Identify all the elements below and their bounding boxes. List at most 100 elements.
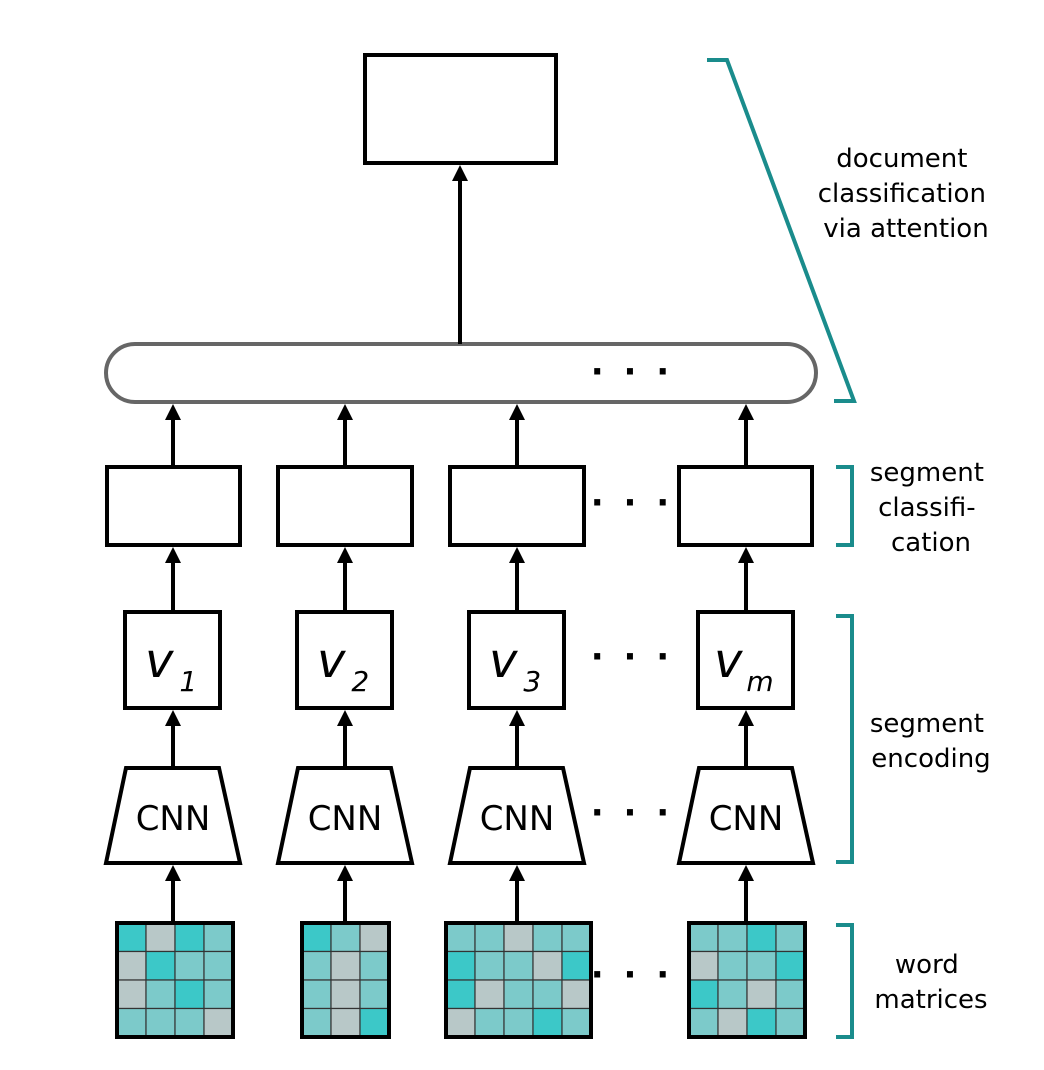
matrix-cell (330, 1007, 361, 1038)
matrix-cell (359, 979, 390, 1010)
document-output-box (363, 53, 558, 165)
arrow-head (165, 710, 181, 726)
matrix-cell (746, 1007, 777, 1038)
cnn-label-m: CNN (709, 799, 784, 839)
cnn-block-m (676, 766, 816, 865)
bracket-segment-encoding (836, 614, 854, 864)
label-segment-encoding: segment encoding (870, 709, 992, 774)
vector-box-1 (123, 610, 222, 710)
cnn-label-3: CNN (480, 799, 555, 839)
matrix-cell (717, 979, 748, 1010)
matrix-cell (301, 979, 332, 1010)
matrix-cell (775, 922, 806, 953)
matrix-cell (688, 1007, 719, 1038)
bracket-word-matrices (836, 923, 854, 1039)
segment-histogram-box-2 (276, 465, 414, 547)
matrix-cell (330, 922, 361, 953)
matrix-cell (301, 950, 332, 981)
matrix-cell (746, 922, 777, 953)
matrix-cell (359, 922, 390, 953)
matrix-cell (203, 979, 234, 1010)
arrow-head (165, 404, 181, 420)
cnn-label-2: CNN (308, 799, 383, 839)
arrow-head (165, 547, 181, 563)
arrow-head (509, 547, 525, 563)
arrow-head (337, 865, 353, 881)
matrix-cell (445, 979, 476, 1010)
bracket-segment-classification (836, 465, 854, 547)
arrow-head (738, 710, 754, 726)
matrix-cell (775, 979, 806, 1010)
matrix-cell (330, 950, 361, 981)
matrix-cell (532, 979, 563, 1010)
matrix-cell (717, 922, 748, 953)
arrow-head (738, 865, 754, 881)
matrix-cell (561, 979, 592, 1010)
arrow-head (337, 404, 353, 420)
matrix-cell (474, 1007, 505, 1038)
matrix-cell (445, 922, 476, 953)
word-matrix-3 (444, 921, 593, 1039)
matrix-cell (116, 1007, 147, 1038)
arrow-head (337, 547, 353, 563)
arrow-head (452, 165, 468, 181)
matrix-cell (474, 922, 505, 953)
matrix-cell (116, 979, 147, 1010)
matrix-cell (688, 922, 719, 953)
attention-container (104, 342, 818, 404)
segment-histogram-box-3 (448, 465, 586, 547)
matrix-cell (445, 1007, 476, 1038)
matrix-cell (330, 979, 361, 1010)
matrix-cell (532, 950, 563, 981)
ellipsis-vectors: · · · (591, 637, 673, 677)
matrix-cell (561, 1007, 592, 1038)
matrix-cell (503, 1007, 534, 1038)
matrix-cell (301, 1007, 332, 1038)
matrix-cell (174, 950, 205, 981)
label-segment-classification: segment classifi- cation (870, 458, 992, 558)
matrix-cell (145, 922, 176, 953)
word-matrix-2 (300, 921, 391, 1039)
matrix-cell (717, 950, 748, 981)
arrow-head (337, 710, 353, 726)
matrix-cell (561, 922, 592, 953)
matrix-cell (174, 979, 205, 1010)
matrix-cell (174, 1007, 205, 1038)
matrix-cell (532, 922, 563, 953)
brackets (707, 58, 857, 1039)
matrix-cell (688, 950, 719, 981)
arrow-head (509, 404, 525, 420)
matrix-cell (359, 1007, 390, 1038)
matrix-cell (474, 950, 505, 981)
matrix-cell (174, 922, 205, 953)
ellipsis-cnn: · · · (591, 793, 673, 833)
cnn-block-2 (275, 766, 415, 865)
label-word-matrices: word matrices (874, 950, 987, 1015)
label-document-classification: document classification via attention (818, 144, 994, 244)
arrow-head (509, 865, 525, 881)
matrix-cell (746, 979, 777, 1010)
matrix-cell (145, 979, 176, 1010)
matrix-cell (532, 1007, 563, 1038)
matrix-cell (775, 1007, 806, 1038)
arrows (165, 165, 754, 923)
matrix-cell (203, 1007, 234, 1038)
arrow-head (738, 547, 754, 563)
segment-histogram-box-1 (105, 465, 242, 547)
matrix-cell (203, 950, 234, 981)
matrix-cell (116, 922, 147, 953)
matrix-cell (145, 1007, 176, 1038)
matrix-cell (775, 950, 806, 981)
matrix-cell (746, 950, 777, 981)
word-matrix-m (687, 921, 807, 1039)
vector-box-2 (295, 610, 394, 710)
cnn-block-1 (103, 766, 243, 865)
vector-box-3 (467, 610, 566, 710)
matrix-cell (474, 979, 505, 1010)
matrix-cell (301, 922, 332, 953)
arrow-head (165, 865, 181, 881)
ellipsis-matrices: · · · (591, 955, 673, 995)
